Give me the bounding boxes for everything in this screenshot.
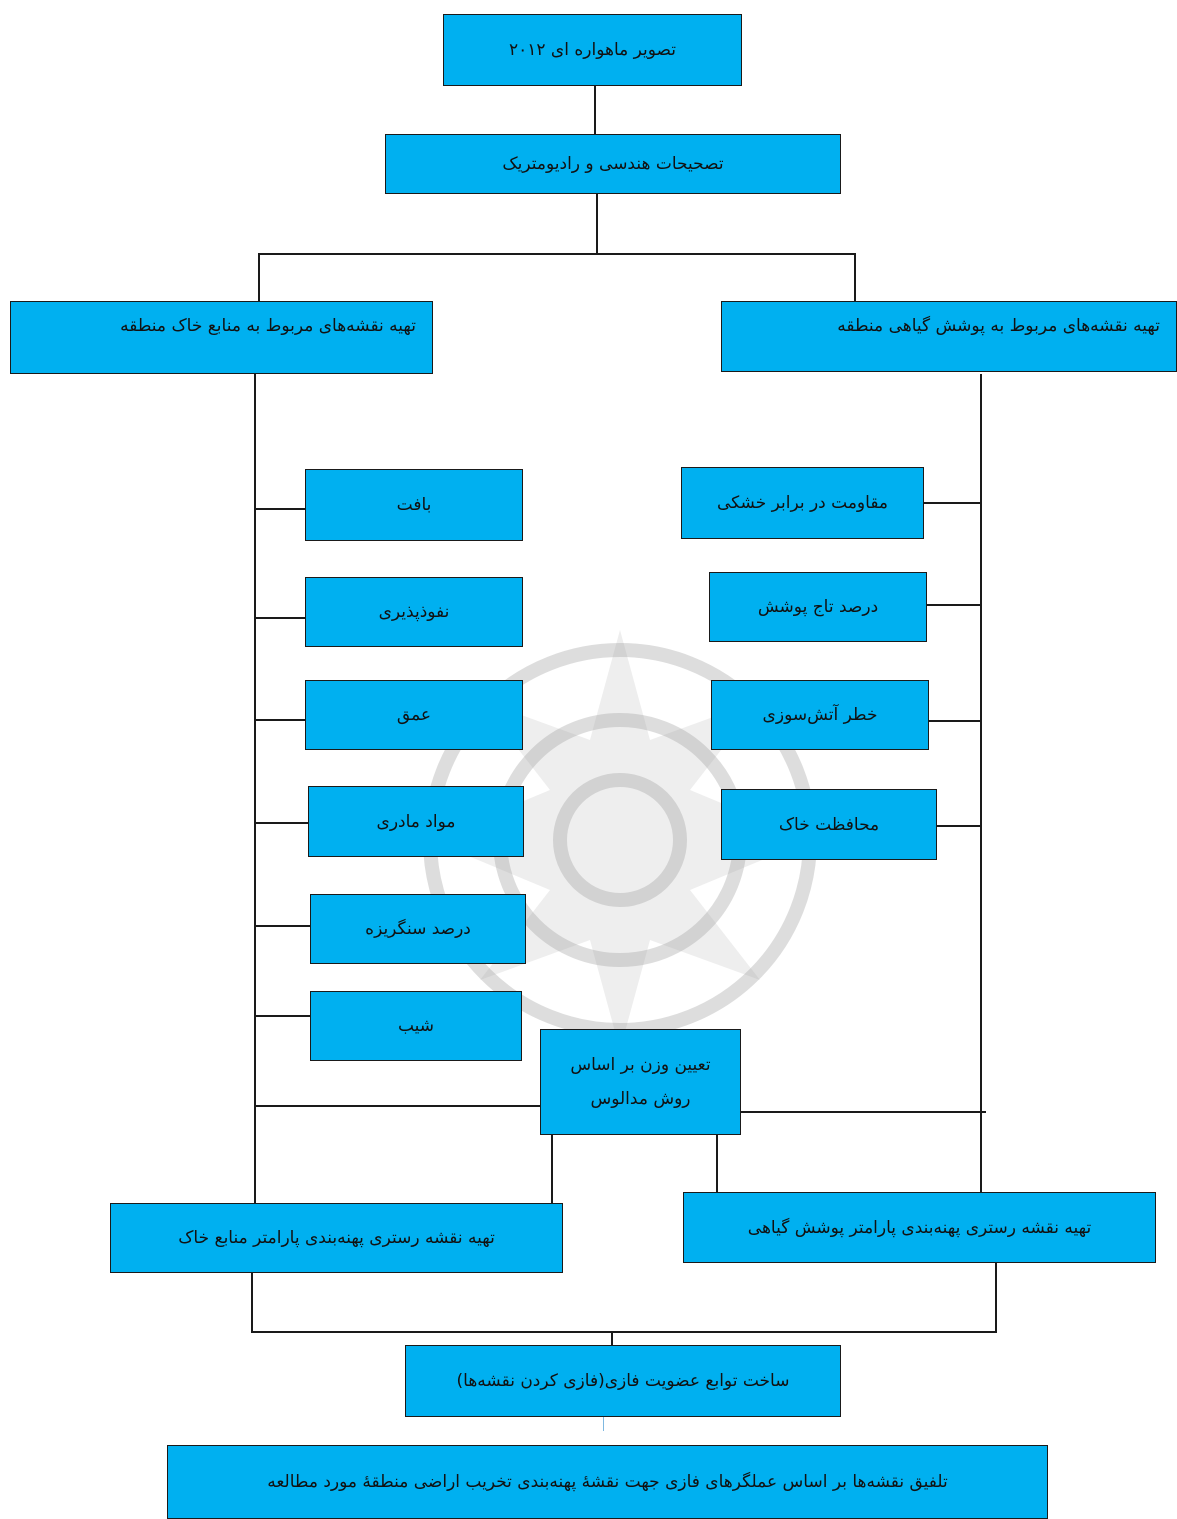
- vegetation-raster-box: تهیه نقشه رستری پهنه‌بندی پارامتر پوشش گ…: [683, 1192, 1156, 1263]
- weighting-box: تعیین وزن بر اساس روش مدالوس: [540, 1029, 741, 1135]
- soil-param-gravel-percent: درصد سنگریزه: [310, 894, 526, 964]
- vegetation-param-drought-resistance: مقاومت در برابر خشکی: [681, 467, 924, 539]
- soil-maps-box: تهیه نقشه‌های مربوط به منابع خاک منطقه: [10, 301, 433, 374]
- weighting-label: تعیین وزن بر اساس روش مدالوس: [570, 1055, 711, 1109]
- soil-param-label: مواد مادری: [376, 811, 456, 832]
- vegetation-param-label: درصد تاج پوشش: [757, 597, 879, 617]
- soil-param-label: عمق: [396, 705, 432, 725]
- final-overlay-label: تلفیق نقشه‌ها بر اساس عملگرهای فازی جهت …: [267, 1472, 948, 1492]
- vegetation-raster-label: تهیه نقشه رستری پهنه‌بندی پارامتر پوشش گ…: [747, 1217, 1092, 1238]
- correction-label: تصحیحات هندسی و رادیومتریک: [502, 154, 724, 174]
- final-overlay-box: تلفیق نقشه‌ها بر اساس عملگرهای فازی جهت …: [167, 1445, 1048, 1519]
- soil-param-label: نفوذپذیری: [378, 602, 450, 622]
- soil-param-label: درصد سنگریزه: [365, 919, 471, 939]
- vegetation-maps-label: تهیه نقشه‌های مربوط به پوشش گیاهی منطقه: [837, 316, 1160, 336]
- vegetation-param-label: محافظت خاک: [778, 814, 880, 835]
- vegetation-param-fire-risk: خطر آتش‌سوزی: [711, 680, 929, 750]
- fuzzy-membership-label: ساخت توابع عضویت فازی(فازی کردن نقشه‌ها): [456, 1371, 790, 1391]
- vegetation-param-label: خطر آتش‌سوزی: [762, 705, 878, 725]
- soil-param-label: شیب: [397, 1016, 435, 1036]
- satellite-image-label: تصویر ماهواره ای ۲۰۱۲: [509, 40, 677, 60]
- soil-param-parent-material: مواد مادری: [308, 786, 524, 857]
- soil-raster-box: تهیه نقشه رستری پهنه‌بندی پارامتر منابع …: [110, 1203, 563, 1273]
- soil-param-depth: عمق: [305, 680, 523, 750]
- soil-param-permeability: نفوذپذیری: [305, 577, 523, 647]
- vegetation-param-label: مقاومت در برابر خشکی: [716, 493, 889, 513]
- correction-box: تصحیحات هندسی و رادیومتریک: [385, 134, 841, 194]
- soil-maps-label: تهیه نقشه‌های مربوط به منابع خاک منطقه: [120, 316, 416, 336]
- soil-raster-label: تهیه نقشه رستری پهنه‌بندی پارامتر منابع …: [178, 1228, 495, 1248]
- satellite-image-box: تصویر ماهواره ای ۲۰۱۲: [443, 14, 742, 86]
- soil-param-label: بافت: [396, 495, 432, 515]
- vegetation-param-canopy-cover: درصد تاج پوشش: [709, 572, 927, 642]
- vegetation-maps-box: تهیه نقشه‌های مربوط به پوشش گیاهی منطقه: [721, 301, 1177, 372]
- soil-param-texture: بافت: [305, 469, 523, 541]
- soil-param-slope: شیب: [310, 991, 522, 1061]
- vegetation-param-soil-protection: محافظت خاک: [721, 789, 937, 860]
- fuzzy-membership-box: ساخت توابع عضویت فازی(فازی کردن نقشه‌ها): [405, 1345, 841, 1417]
